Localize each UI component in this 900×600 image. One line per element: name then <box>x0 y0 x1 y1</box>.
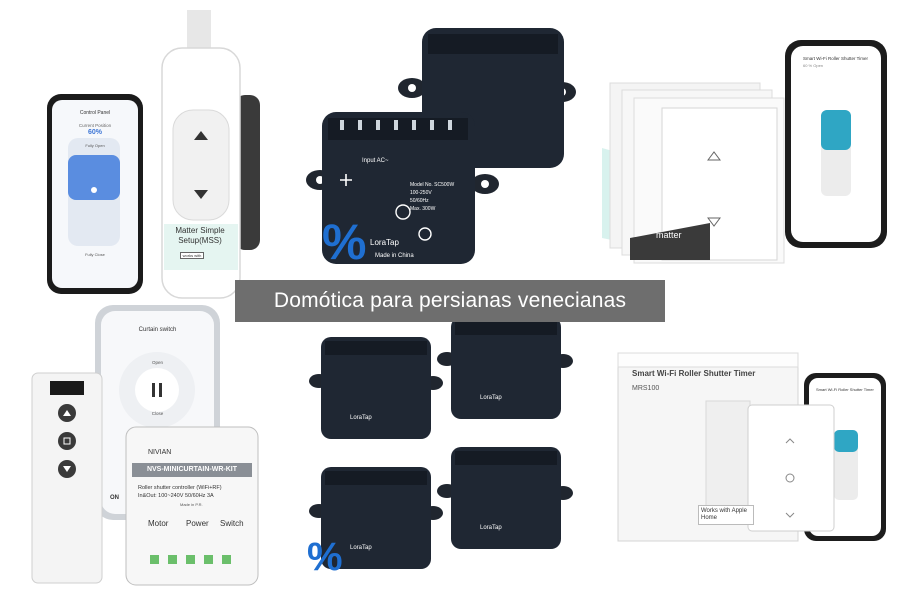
nivian-spec: In&Out: 100~240V 50/60Hz 3A <box>138 493 214 499</box>
matter-phone-title: Smart Wi-Fi Roller Shutter Timer <box>803 56 869 61</box>
motor-setup-label: Matter Simple Setup(MSS) <box>175 226 225 245</box>
position-value: 60% <box>87 129 102 136</box>
nivian-origin: Made in P.R. <box>180 502 203 507</box>
model-label: Model No. SC500W <box>410 182 455 188</box>
meross-illustration <box>617 352 886 542</box>
col-switch: Switch <box>220 519 244 528</box>
box-model: MRS100 <box>632 385 660 392</box>
brand-label-2: LoraTap <box>480 395 502 401</box>
freq-label: 50/60Hz <box>410 198 429 204</box>
open-label: Fully Open <box>85 143 105 148</box>
matter-badge: matter <box>656 230 682 240</box>
loratap-pair-illustration <box>306 28 576 264</box>
matter-switch-illustration <box>602 40 887 264</box>
position-label: Current Position <box>78 123 112 128</box>
voltage-label: 100-250V <box>410 190 432 196</box>
input-label: Input AC~ <box>362 158 389 164</box>
brand-label-4: LoraTap <box>480 525 502 531</box>
loratap-four-illustration <box>309 317 573 569</box>
loratap-pair-product[interactable]: Input AC~ Model No. SC500W 100-250V 50/6… <box>300 20 585 275</box>
curtain-switch-title: Curtain switch <box>138 327 177 333</box>
brand-label-1: LoraTap <box>350 415 372 421</box>
nivian-desc: Roller shutter controller (WiFi+RF) <box>138 485 222 491</box>
matter-phone-sub: 60 % Open <box>803 63 824 68</box>
nivian-brand: NIVIAN <box>148 449 172 456</box>
nivian-illustration <box>31 305 259 586</box>
nivian-product[interactable]: Curtain switch Open Close ON NIVIAN NVS-… <box>30 305 270 595</box>
motor-kit-illustration <box>47 10 260 299</box>
remote-on-label: ON <box>110 495 119 501</box>
discount-badge: % <box>322 214 367 270</box>
meross-phone-title: Smart Wi-Fi Roller Shutter Timer <box>816 387 874 392</box>
discount-badge: % <box>307 535 343 579</box>
open-label: Open <box>151 360 163 365</box>
apple-home-badge: Works with Apple Home <box>698 505 754 525</box>
nivian-model: NVS-MINICURTAIN-WR-KIT <box>146 466 238 473</box>
origin-label: Made in China <box>375 253 414 259</box>
power-label: Max. 300W <box>410 206 436 212</box>
close-label: Close <box>151 411 164 416</box>
motor-kit-product[interactable]: Control Panel Current Position 60% Fully… <box>40 10 270 300</box>
close-label: Fully Close <box>85 252 105 257</box>
loratap-four-product[interactable]: LoraTap LoraTap LoraTap LoraTap % <box>305 315 575 595</box>
box-title: Smart Wi-Fi Roller Shutter Timer <box>632 369 756 378</box>
brand-label-3: LoraTap <box>350 545 372 551</box>
meross-product[interactable]: Smart Wi-Fi Roller Shutter Timer MRS100 … <box>610 345 895 545</box>
col-motor: Motor <box>148 519 169 528</box>
matter-switch-product[interactable]: Smart Wi-Fi Roller Shutter Timer 60 % Op… <box>600 38 895 268</box>
collage-title-banner: Domótica para persianas venecianas <box>235 280 665 322</box>
brand-label: LoraTap <box>370 238 399 247</box>
works-with-badge: works with <box>180 252 204 259</box>
col-power: Power <box>186 519 209 528</box>
phone-title: Control Panel <box>79 110 111 116</box>
